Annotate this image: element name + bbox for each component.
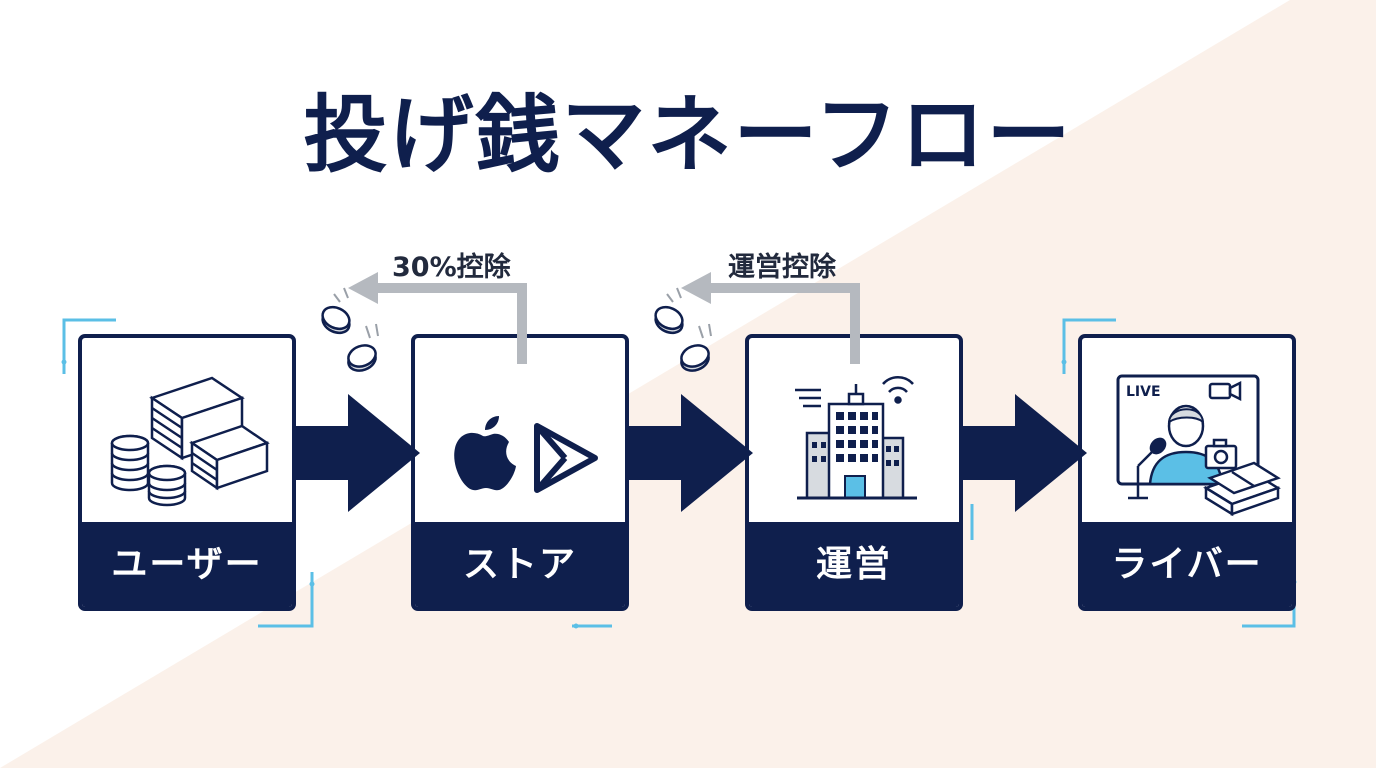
- corner-bracket: [1061, 318, 1116, 374]
- deduction-label-operator: 運営控除: [728, 252, 836, 283]
- deduction-label-store: 30%控除: [392, 252, 511, 283]
- node-user: ユーザー: [78, 334, 296, 611]
- live-streamer-icon: LIVE: [1116, 374, 1281, 517]
- flow-arrow: [629, 394, 753, 512]
- node-store: ストア: [411, 334, 629, 611]
- node-operator: 運営: [745, 334, 963, 611]
- money-stacks-icon: [110, 376, 270, 507]
- coins-icon: [321, 287, 379, 372]
- video-camera-icon: [1208, 380, 1242, 402]
- microphone-icon: [1128, 437, 1167, 500]
- flow-arrow: [963, 394, 1087, 512]
- corner-bracket: [258, 572, 315, 628]
- node-label: ユーザー: [82, 522, 292, 607]
- corner-bracket: [970, 504, 974, 540]
- flow-arrow: [296, 394, 420, 512]
- deduction-return-arrow: [681, 272, 860, 364]
- coins-icon: [654, 287, 712, 372]
- corner-bracket: [61, 318, 116, 374]
- office-building-icon: [795, 375, 917, 500]
- diagram-title: 投げ銭マネーフロー: [303, 86, 1073, 184]
- node-label: ストア: [415, 522, 625, 607]
- corner-bracket: [572, 623, 612, 629]
- node-label: 運営: [749, 522, 959, 607]
- node-liver: LIVE ライバー: [1078, 334, 1296, 611]
- apple-logo-icon: [454, 416, 516, 491]
- deduction-return-arrow: [348, 272, 527, 364]
- app-store-icons: [454, 416, 598, 493]
- node-label: ライバー: [1082, 522, 1292, 607]
- play-store-icon: [534, 423, 598, 493]
- live-badge: LIVE: [1126, 384, 1161, 400]
